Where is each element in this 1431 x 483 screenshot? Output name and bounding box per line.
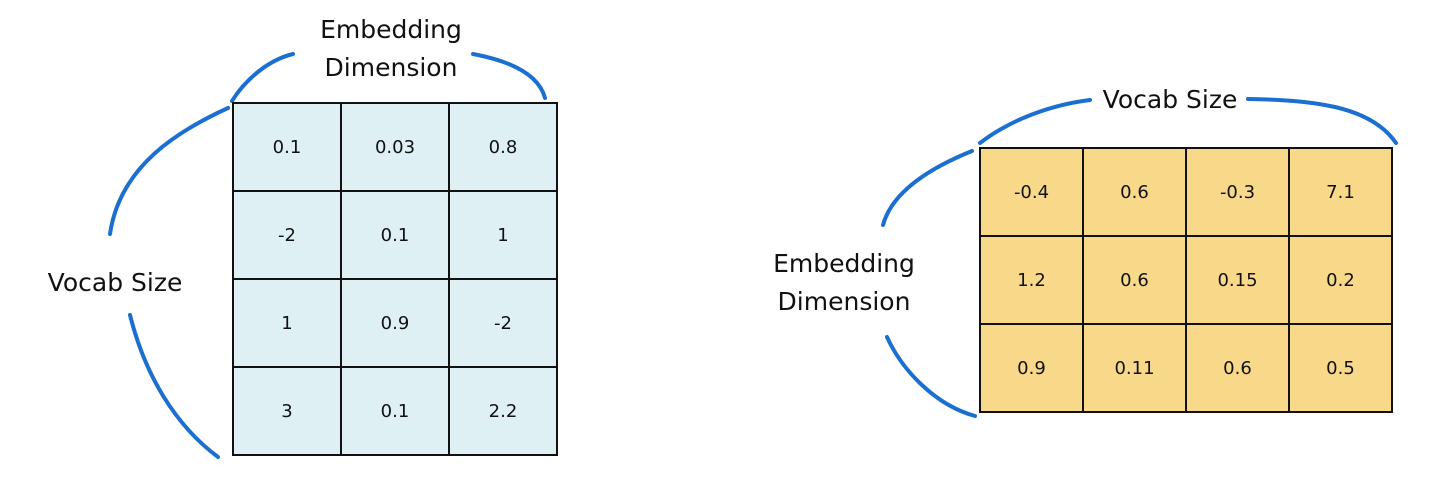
matrix-cell: 0.1 [340,190,450,280]
matrix-cell: 0.6 [1082,235,1187,325]
matrix-cell: 0.1 [340,366,450,456]
right-top-label: Vocab Size [1102,85,1238,114]
matrix-row: 1 0.9 -2 [232,278,558,368]
matrix-cell: -0.3 [1185,147,1290,237]
matrix-cell: 1.2 [979,235,1084,325]
matrix-row: 0.9 0.11 0.6 0.5 [979,323,1393,413]
matrix-cell: 1 [232,278,342,368]
matrix-cell: 0.1 [232,102,342,192]
matrix-cell: 1 [448,190,558,280]
matrix-row: -2 0.1 1 [232,190,558,280]
matrix-cell: 2.2 [448,366,558,456]
matrix-cell: -2 [448,278,558,368]
matrix-cell: -0.4 [979,147,1084,237]
left-top-label-line-1: Embedding [320,15,462,44]
right-side-bracket-upper-arc [881,149,974,227]
matrix-cell: 0.9 [979,323,1084,413]
right-top-bracket-left-arc [978,98,1092,145]
matrix-cell: 0.8 [448,102,558,192]
right-side-label: Embedding Dimension [770,245,918,321]
right-matrix: -0.4 0.6 -0.3 7.1 1.2 0.6 0.15 0.2 0.9 0… [979,147,1393,413]
matrix-cell: 0.15 [1185,235,1290,325]
matrix-row: -0.4 0.6 -0.3 7.1 [979,147,1393,237]
left-top-label-line-2: Dimension [324,53,458,82]
matrix-cell: 0.6 [1082,147,1187,237]
right-side-bracket-lower-arc [885,335,977,418]
matrix-cell: -2 [232,190,342,280]
left-side-bracket-lower-arc [128,313,220,459]
matrix-cell: 0.03 [340,102,450,192]
matrix-cell: 0.2 [1288,235,1393,325]
matrix-cell: 0.9 [340,278,450,368]
matrix-row: 3 0.1 2.2 [232,366,558,456]
left-side-label: Vocab Size [47,268,183,297]
matrix-cell: 7.1 [1288,147,1393,237]
matrix-cell: 3 [232,366,342,456]
left-top-bracket-right-arc [471,52,547,100]
matrix-cell: 0.5 [1288,323,1393,413]
right-side-label-line-2: Dimension [777,287,911,316]
right-side-label-line-1: Embedding [773,249,915,278]
left-side-bracket-upper-arc [108,106,230,236]
right-top-bracket-right-arc [1246,97,1398,145]
matrix-cell: 0.11 [1082,323,1187,413]
left-top-label: Embedding Dimension [318,11,464,87]
matrix-row: 1.2 0.6 0.15 0.2 [979,235,1393,325]
matrix-cell: 0.6 [1185,323,1290,413]
matrix-row: 0.1 0.03 0.8 [232,102,558,192]
left-matrix: 0.1 0.03 0.8 -2 0.1 1 1 0.9 -2 3 0.1 2.2 [232,102,558,456]
left-top-bracket-left-arc [230,52,295,103]
